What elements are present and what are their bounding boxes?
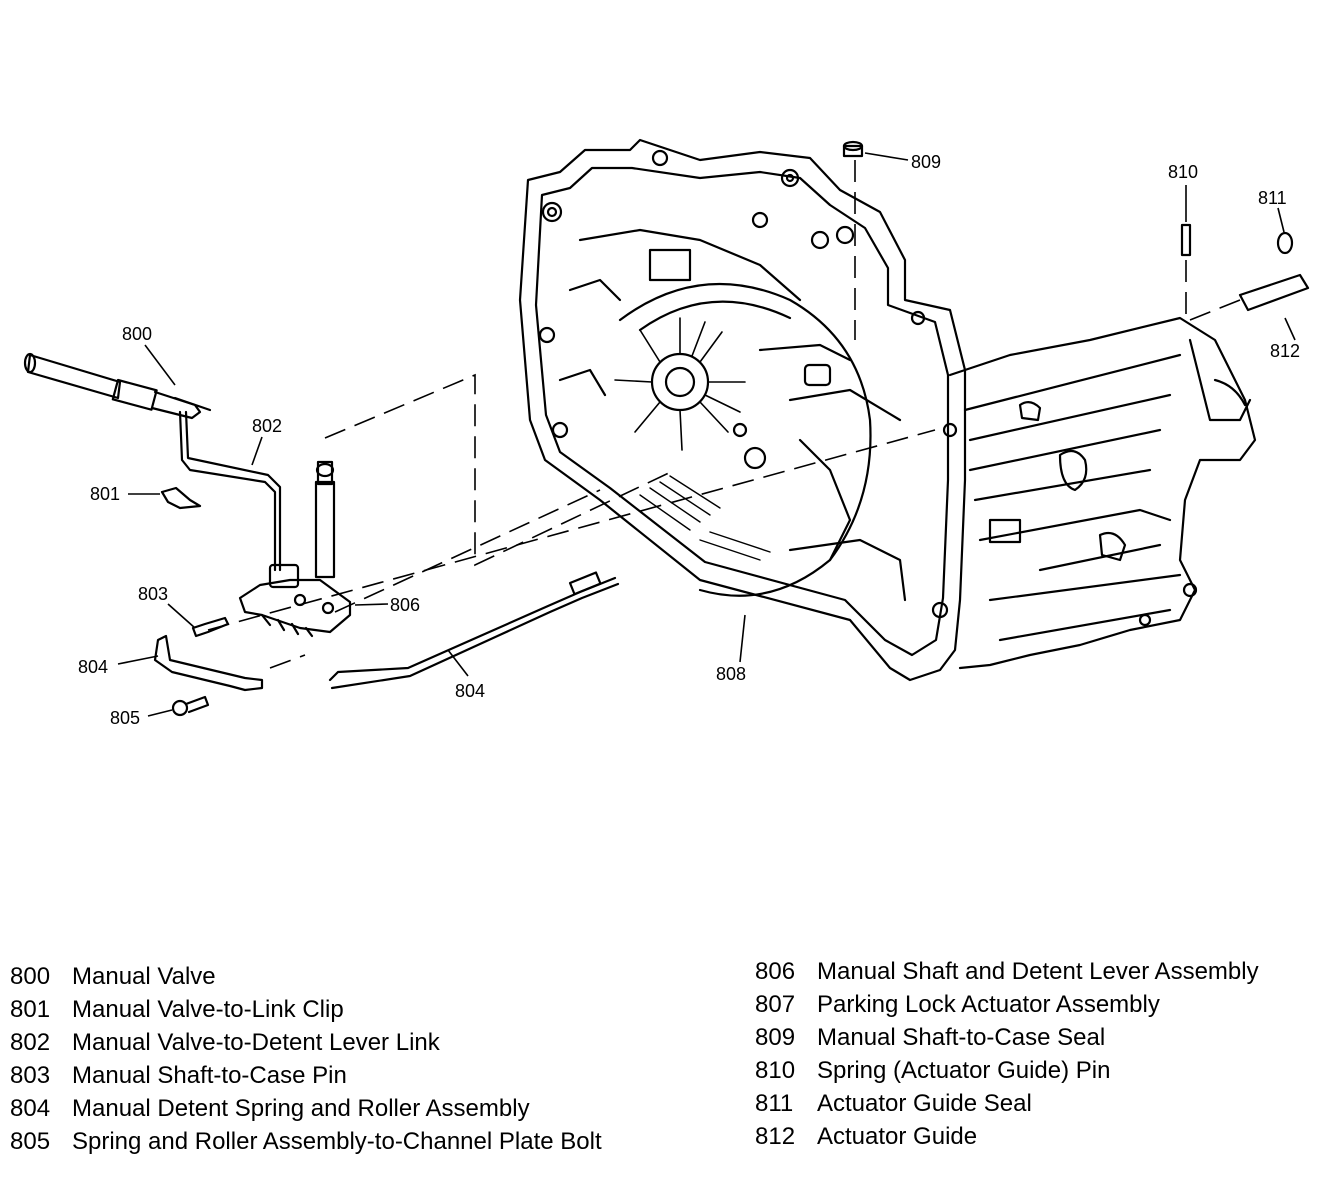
exploded-view-diagram: 800 801 802 803 804 804 805 806 808 809 … [23, 138, 1310, 728]
legend-number: 810 [755, 1057, 796, 1084]
callout-808: 808 [716, 664, 746, 684]
callout-803: 803 [138, 584, 168, 604]
legend-number: 800 [10, 963, 51, 990]
legend-text: Actuator Guide Seal [817, 1090, 1032, 1117]
case-pin-part [191, 616, 230, 638]
legend-item-800: 800 Manual Valve [10, 960, 670, 993]
actuator-guide-seal-part [1276, 231, 1294, 255]
spring-pin-part [1180, 223, 1192, 257]
callout-804-center: 804 [455, 681, 485, 701]
legend-text: Manual Valve-to-Detent Lever Link [72, 1029, 440, 1056]
leader-lines [117, 152, 1296, 717]
legend-text: Manual Shaft and Detent Lever Assembly [817, 958, 1259, 985]
manual-shaft-part [238, 460, 352, 638]
callout-labels: 800 801 802 803 804 804 805 806 808 809 … [78, 152, 1300, 728]
actuator-guide-part [1238, 273, 1310, 312]
legend-text: Manual Detent Spring and Roller Assembly [72, 1095, 530, 1122]
legend-text: Manual Valve [72, 963, 216, 990]
legend-item-806: 806 Manual Shaft and Detent Lever Assemb… [755, 955, 1340, 988]
legend-item-807: 807 Parking Lock Actuator Assembly [755, 988, 1340, 1021]
legend-right: 806 Manual Shaft and Detent Lever Assemb… [755, 955, 1340, 1153]
alignment-lines [207, 160, 1241, 669]
legend-number: 805 [10, 1128, 51, 1155]
channel-plate-bolt-part [171, 695, 210, 717]
legend-number: 806 [755, 958, 796, 985]
legend-text: Manual Valve-to-Link Clip [72, 996, 344, 1023]
callout-810: 810 [1168, 162, 1198, 182]
callout-812: 812 [1270, 341, 1300, 361]
detent-spring-part [153, 634, 264, 692]
legend-number: 804 [10, 1095, 51, 1122]
callout-801: 801 [90, 484, 120, 504]
legend-number: 812 [755, 1123, 796, 1150]
link-clip-part [160, 486, 202, 510]
callout-811: 811 [1258, 188, 1287, 208]
legend-text: Spring and Roller Assembly-to-Channel Pl… [72, 1128, 602, 1155]
callout-809: 809 [911, 152, 941, 172]
callout-804-left: 804 [78, 657, 108, 677]
legend-number: 811 [755, 1090, 794, 1117]
legend-item-805: 805 Spring and Roller Assembly-to-Channe… [10, 1125, 670, 1158]
legend-text: Spring (Actuator Guide) Pin [817, 1057, 1111, 1084]
shaft-case-seal-part [842, 140, 864, 158]
transmission-body [948, 316, 1257, 670]
legend-item-804: 804 Manual Detent Spring and Roller Asse… [10, 1092, 670, 1125]
legend-number: 803 [10, 1062, 51, 1089]
legend-number: 802 [10, 1029, 51, 1056]
manual-valve-part [23, 352, 212, 420]
legend-item-802: 802 Manual Valve-to-Detent Lever Link [10, 1026, 670, 1059]
transmission-case [518, 138, 967, 682]
detent-lever-link-part [178, 410, 282, 572]
legend-number: 801 [10, 996, 51, 1023]
legend-text: Parking Lock Actuator Assembly [817, 991, 1160, 1018]
legend-item-812: 812 Actuator Guide [755, 1120, 1340, 1153]
legend-item-801: 801 Manual Valve-to-Link Clip [10, 993, 670, 1026]
legend-item-809: 809 Manual Shaft-to-Case Seal [755, 1021, 1340, 1054]
legend-left: 800 Manual Valve 801 Manual Valve-to-Lin… [10, 960, 670, 1158]
callout-805: 805 [110, 708, 140, 728]
legend-text: Manual Shaft-to-Case Pin [72, 1062, 347, 1089]
legend-item-810: 810 Spring (Actuator Guide) Pin [755, 1054, 1340, 1087]
legend-number: 807 [755, 991, 796, 1018]
legend-text: Manual Shaft-to-Case Seal [817, 1024, 1106, 1051]
callout-802: 802 [252, 416, 282, 436]
legend-number: 809 [755, 1024, 796, 1051]
callout-800: 800 [122, 324, 152, 344]
legend-text: Actuator Guide [817, 1123, 978, 1150]
callout-806: 806 [390, 595, 420, 615]
legend-item-803: 803 Manual Shaft-to-Case Pin [10, 1059, 670, 1092]
legend-item-811: 811 Actuator Guide Seal [755, 1087, 1340, 1120]
